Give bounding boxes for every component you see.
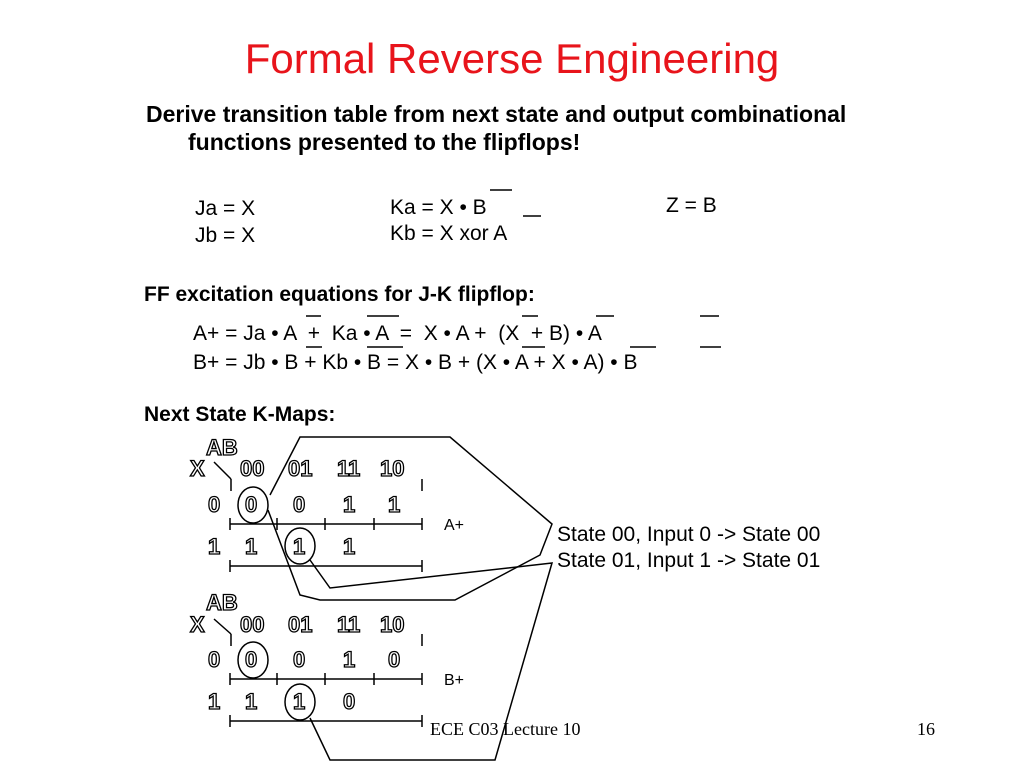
kmap-a-cell: 1 xyxy=(244,534,258,559)
kmap-a-cell: 1 xyxy=(292,534,306,559)
eq-a-plus-p3: + xyxy=(296,322,332,345)
kmap-b-cell: 0 xyxy=(244,647,258,672)
kmap-a-diagonal xyxy=(213,461,232,480)
kmap-b-ab-label: AB xyxy=(205,590,238,615)
eq-b-plus: B+ = Jb • B + Kb • B = X • B + (X • A + … xyxy=(193,351,638,374)
kmap-a-cell: 1 xyxy=(342,492,356,517)
kmap-a-row-0-label: 0 xyxy=(207,492,221,517)
kmap-a-cell: 1 xyxy=(387,492,401,517)
intro-line-2: functions presented to the flipflops! xyxy=(188,129,581,155)
eq-a-plus-p1: A+ = Ja • xyxy=(193,322,284,345)
eq-a-plus: A+ = Ja • A + Ka • A = X • A + (X + B) •… xyxy=(193,323,602,344)
kmap-a-col-10: 10 xyxy=(379,456,405,481)
excitation-heading: FF excitation equations for J-K flipflop… xyxy=(144,283,535,306)
kmap-a-cell: 1 xyxy=(342,534,356,559)
eq-ja: Ja = X xyxy=(195,197,256,220)
eq-jb: Jb = X xyxy=(195,224,256,247)
kmap-b-x-label: X xyxy=(189,612,205,637)
kmap-b-cell: 0 xyxy=(342,689,356,714)
kmap-b-row-1-label: 1 xyxy=(207,689,221,714)
eq-a-plus-p9: + xyxy=(519,322,550,345)
kmap-b-col-00: 00 xyxy=(239,612,265,637)
eq-a-plus-p12: A xyxy=(587,322,602,345)
kmaps-heading: Next State K-Maps: xyxy=(144,403,336,426)
kmap-b-cell: 1 xyxy=(292,689,306,714)
eq-a-plus-p10: B xyxy=(549,322,564,345)
eq-a-plus-p11: ) • xyxy=(563,322,588,345)
eq-a-plus-p4: Ka xyxy=(331,322,358,345)
kmap-b-cell: 1 xyxy=(342,647,356,672)
kmap-b-col-01: 01 xyxy=(287,612,313,637)
kmap-b-name: B+ xyxy=(444,672,465,689)
kmap-a-circle-00 xyxy=(237,486,269,524)
kmap-b-diagonal xyxy=(213,618,232,635)
state-line-2: State 01, Input 1 -> State 01 xyxy=(557,549,821,572)
eq-a-plus-p5: • A = X • xyxy=(357,322,456,345)
kmap-a-name: A+ xyxy=(444,517,465,534)
kmap-b-cell: 0 xyxy=(292,647,306,672)
kmap-b-col-10: 10 xyxy=(379,612,405,637)
eq-a-plus-p6: A xyxy=(455,322,469,345)
eq-a-plus-p7: + ( xyxy=(468,322,506,345)
kmap-a-row-1-label: 1 xyxy=(207,534,221,559)
kmap-a-cell: 0 xyxy=(244,492,258,517)
kmap-a-col-00: 00 xyxy=(239,456,265,481)
eq-a-plus-p8: X xyxy=(505,322,520,345)
kmap-a-cell: 0 xyxy=(292,492,306,517)
footer-text: ECE C03 Lecture 10 xyxy=(430,719,581,739)
eq-ka: Ka = X • B xyxy=(390,196,487,219)
kmap-b-row-0-label: 0 xyxy=(207,647,221,672)
connector-state00 xyxy=(267,436,553,601)
connector-state01 xyxy=(309,559,554,761)
kmap-b-cell: 0 xyxy=(387,647,401,672)
kmap-a-col-11: 11 xyxy=(336,456,361,481)
page-number: 16 xyxy=(917,719,935,739)
intro-line-1: Derive transition table from next state … xyxy=(146,101,847,127)
kmap-a-col-01: 01 xyxy=(287,456,313,481)
kmap-b-col-11: 11 xyxy=(336,612,361,637)
eq-kb: Kb = X xor A xyxy=(390,222,508,245)
state-line-1: State 00, Input 0 -> State 00 xyxy=(557,523,821,546)
kmap-a-circle-01 xyxy=(284,527,316,565)
kmap-a-ab-label: AB xyxy=(205,435,238,460)
eq-z: Z = B xyxy=(666,194,717,217)
kmap-a-x-label: X xyxy=(189,456,205,481)
kmap-b-cell: 1 xyxy=(244,689,258,714)
eq-a-plus-p2: A xyxy=(283,322,297,345)
kmap-b-circle-00 xyxy=(237,641,269,679)
kmap-b-circle-01 xyxy=(284,683,316,721)
slide-title: Formal Reverse Engineering xyxy=(244,35,780,82)
